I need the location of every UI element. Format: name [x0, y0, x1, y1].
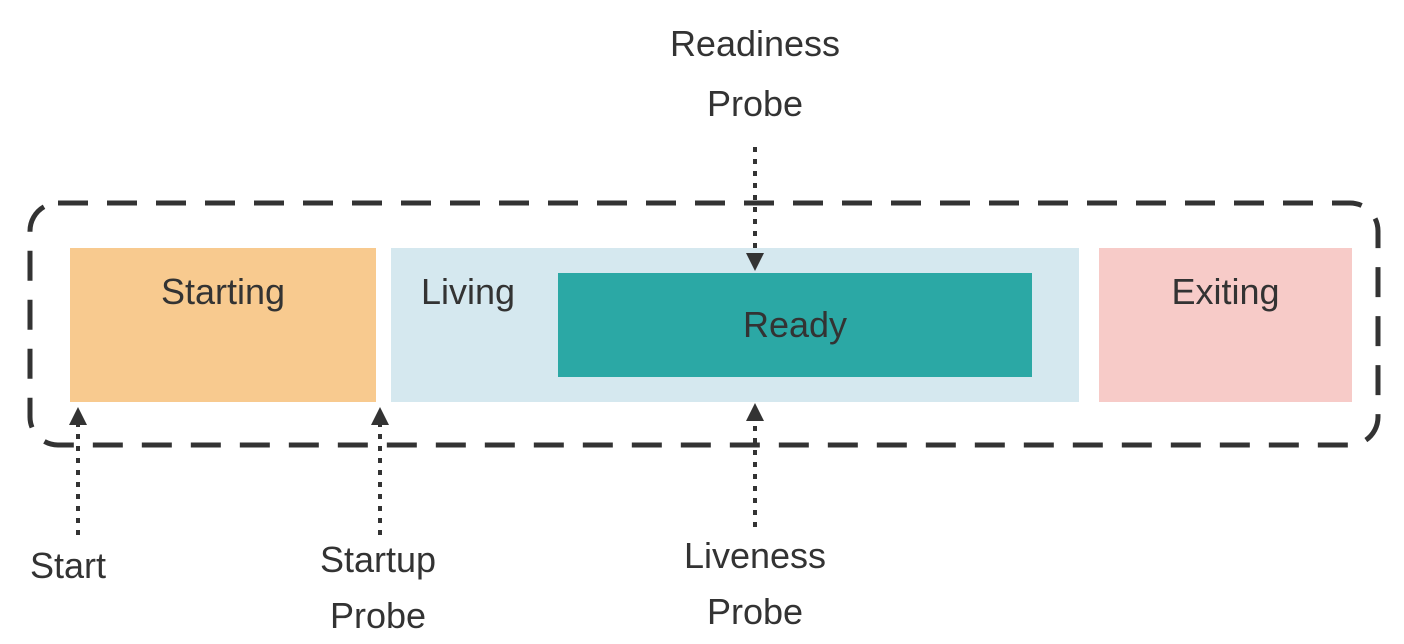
readiness-probe-arrowhead-icon [746, 253, 764, 271]
liveness-probe-arrowhead-icon [746, 403, 764, 421]
state-living-label: Living [421, 271, 516, 312]
readiness-probe-label: Readiness Probe [577, 14, 933, 134]
state-starting-label: Starting [160, 271, 286, 312]
liveness-probe-label-line1: Liveness [683, 535, 827, 576]
startup-probe-label-line2: Probe [329, 595, 427, 636]
state-starting-box: Starting [70, 248, 376, 402]
startup-probe-arrow [371, 407, 389, 535]
liveness-probe-label: Liveness Probe [630, 528, 880, 640]
start-label-line1: Start [30, 545, 107, 586]
readiness-probe-arrow [746, 147, 764, 271]
startup-probe-label: Startup Probe [253, 532, 503, 644]
startup-probe-label-line1: Startup [319, 539, 437, 580]
liveness-probe-arrow [746, 403, 764, 527]
state-exiting-box: Exiting [1099, 248, 1352, 402]
state-ready-box: Ready [558, 273, 1032, 377]
readiness-probe-label-line1: Readiness [669, 23, 841, 64]
startup-probe-arrowhead-icon [371, 407, 389, 425]
start-label: Start [30, 538, 230, 594]
start-arrowhead-icon [69, 407, 87, 425]
readiness-probe-label-line2: Probe [706, 83, 804, 124]
state-ready-label: Ready [742, 304, 848, 345]
liveness-probe-label-line2: Probe [706, 591, 804, 632]
lifecycle-boundary-dashed-border [27, 200, 1381, 448]
state-exiting-label: Exiting [1171, 271, 1280, 312]
start-arrow [69, 407, 87, 535]
